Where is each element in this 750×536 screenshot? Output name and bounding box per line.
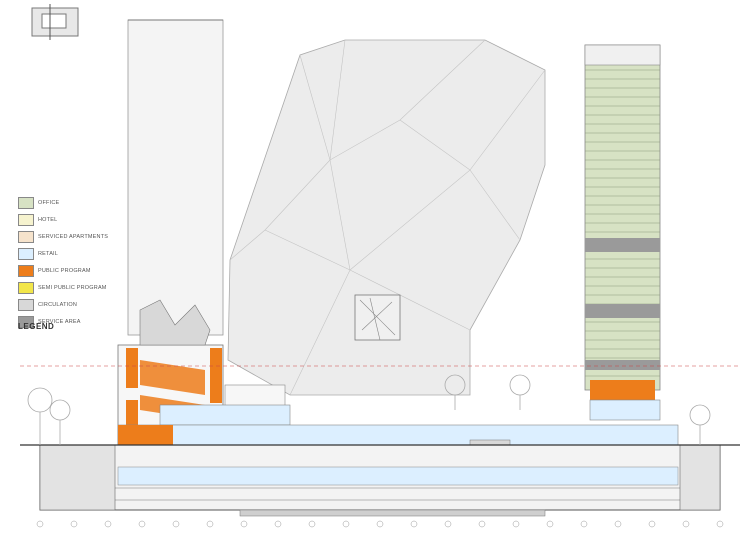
- legend-label: PUBLIC PROGRAM: [38, 267, 91, 274]
- legend: OFFICE HOTEL SERVICED APARTMENTS RETAIL …: [18, 195, 158, 331]
- legend-item-office: OFFICE: [18, 195, 158, 210]
- legend-swatch: [18, 230, 34, 243]
- legend-label: SEMI PUBLIC PROGRAM: [38, 284, 107, 291]
- legend-swatch: [18, 264, 34, 277]
- legend-label: SERVICE AREA: [38, 318, 81, 325]
- legend-item-retail: RETAIL: [18, 246, 158, 261]
- legend-swatch: [18, 213, 34, 226]
- legend-item-service-area: SERVICE AREA: [18, 314, 158, 329]
- grid-markers: [36, 520, 724, 528]
- legend-item-semi-public-program: SEMI PUBLIC PROGRAM: [18, 280, 158, 295]
- legend-item-hotel: HOTEL: [18, 212, 158, 227]
- basement: [39, 444, 721, 517]
- right-office-tower: [584, 44, 661, 400]
- legend-label: HOTEL: [38, 216, 58, 223]
- legend-item-serviced-apartments: SERVICED APARTMENTS: [18, 229, 158, 244]
- trees: [27, 374, 711, 445]
- legend-swatch: [18, 247, 34, 260]
- central-faceted-mass: [227, 39, 546, 396]
- key-plan-icon: [31, 4, 79, 40]
- legend-swatch: [18, 298, 34, 311]
- legend-item-circulation: CIRCULATION: [18, 297, 158, 312]
- legend-label: OFFICE: [38, 199, 60, 206]
- legend-label: RETAIL: [38, 250, 59, 257]
- legend-item-public-program: PUBLIC PROGRAM: [18, 263, 158, 278]
- legend-swatch: [18, 281, 34, 294]
- legend-swatch: [18, 196, 34, 209]
- legend-label: SERVICED APARTMENTS: [38, 233, 109, 240]
- legend-label: CIRCULATION: [38, 301, 78, 308]
- legend-title: LEGEND: [18, 322, 55, 331]
- legend-swatch: [18, 315, 34, 328]
